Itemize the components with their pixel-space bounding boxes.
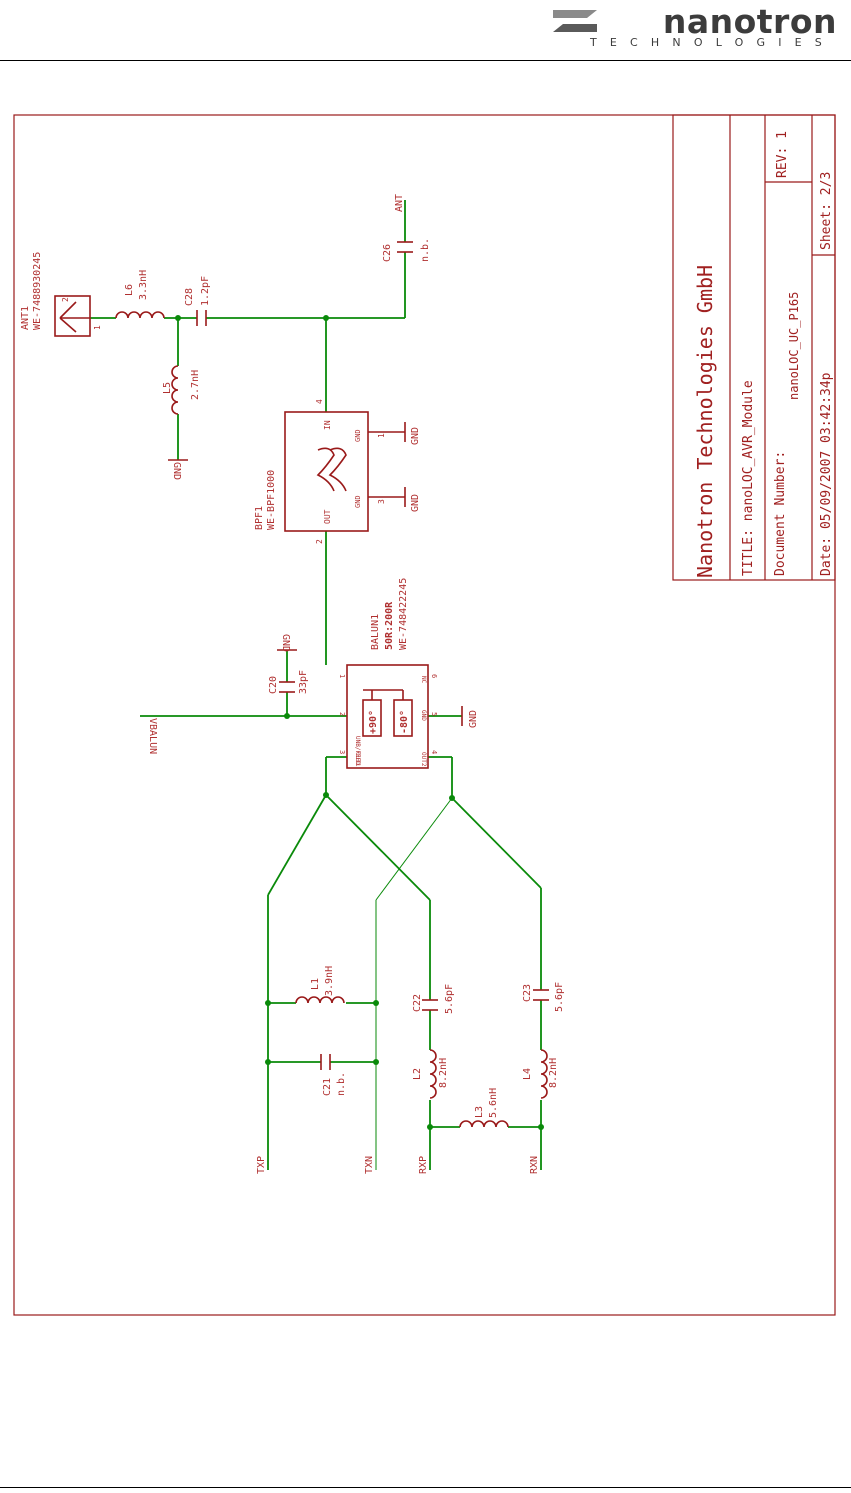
balun-pin-5: 5 [430,712,438,716]
sheet-frame [13,114,836,1316]
document-number-label: Document Number: [773,451,788,576]
balun-pin-6: 6 [430,674,438,678]
capacitor-c22 [422,999,438,1011]
balun-pin-gnd: GND [420,710,427,721]
ant1-pin2: 2 [61,297,70,302]
revision: REV: 1 [775,131,790,178]
c20-ref: C20 [268,676,279,694]
bpf-pin-4: 4 [315,399,324,404]
sheet-number: Sheet: 2/3 [819,172,834,250]
bpf-pin-in: IN [323,420,332,430]
l2-value: 8.2nH [438,1058,449,1088]
inductor-l5 [171,365,179,415]
document-number: nanoLOC_UC_P165 [787,292,801,400]
inductor-l3 [459,1120,509,1128]
c21-ref: C21 [322,1078,333,1096]
ant1-ref: ANT1 [20,306,31,330]
net-txp: TXP [256,1156,267,1174]
balun-pin-4: 4 [430,750,438,754]
balun-part: WE-748422245 [398,578,409,650]
l2-ref: L2 [412,1068,423,1080]
l1-value: 3.9nH [324,966,335,996]
net-rxn: RXN [529,1156,540,1174]
wires [90,200,542,1170]
logo-tagline: TECHNOLOGIES [589,36,835,49]
c23-value: 5.6pF [554,982,565,1012]
l5-value: 2.7nH [190,370,201,400]
net-rxp: RXP [418,1156,429,1174]
c26-ref: C26 [382,244,393,262]
net-txn: TXN [364,1156,375,1174]
balun-gnd-label: GND [468,710,479,728]
l6-value: 3.3nH [138,270,149,300]
nanotron-logo: nanotron TECHNOLOGIES [547,0,837,52]
bpf-ref: BPF1 [254,506,265,530]
sheet-title: TITLE: nanoLOC_AVR_Module [741,380,756,576]
c21-value: n.b. [336,1072,347,1096]
balun-ref: BALUN1 [370,614,381,650]
inductor-l1 [295,996,345,1004]
balun-phase-minus: -80° [399,710,410,734]
balun-pin-3: 3 [338,750,346,754]
c23-ref: C23 [522,984,533,1002]
footer-rule [0,1487,851,1488]
logo-mark-icon [553,10,597,32]
inductor-l6 [115,311,165,319]
capacitor-c23 [533,989,549,1001]
c20-value: 33pF [298,670,309,694]
date-stamp: Date: 05/09/2007 03:42:34p [819,372,834,576]
ant1-part: WE-7488930245 [32,252,43,330]
inductor-l4 [540,1049,548,1099]
capacitor-c26 [397,241,413,253]
capacitor-c28 [196,310,207,326]
bpf-gnd-label-2: GND [410,494,421,512]
balun-pin-out2: OUT2 [420,752,427,767]
l1-ref: L1 [310,978,321,990]
logo-word: nanotron [662,2,837,41]
bpf-pin-gnd-3: GND [354,495,362,508]
c22-value: 5.6pF [444,984,455,1014]
antenna-symbol [54,295,91,337]
balun-pin-unb: UNB/FEED [354,736,361,765]
bandpass-filter [284,411,406,532]
c26-value: n.b. [420,238,431,262]
c28-ref: C28 [184,288,195,306]
l3-value: 5.6nH [488,1088,499,1118]
company-name: Nanotron Technologies GmbH [693,265,717,578]
capacitor-c20 [277,649,297,693]
title-block [672,114,836,581]
junction-dots [175,315,544,1130]
c20-gnd-label: GND [280,634,291,652]
balun-pin-1: 1 [338,674,346,678]
txn-cross-wire [375,797,453,901]
balun [346,664,463,769]
inductor-l2 [429,1049,437,1099]
bpf-pin-gnd-1: GND [354,429,362,442]
c22-ref: C22 [412,994,423,1012]
l5-ref: L5 [162,382,173,394]
balun-phase-plus: +90° [368,710,379,734]
l5-gnd-label: GND [171,462,182,480]
ant-net-label: ANT [394,194,405,212]
bpf-pin-1: 1 [377,433,386,438]
l3-ref: L3 [474,1106,485,1118]
capacitor-c21 [320,1054,331,1070]
c28-value: 1.2pF [200,276,211,306]
l4-value: 8.2nH [548,1058,559,1088]
bpf-pin-out: OUT [323,509,332,524]
bpf-part: WE-BPF1000 [266,470,277,530]
balun-value: 50R:200R [384,601,395,650]
header-rule [0,60,851,61]
balun-pin-nc: NC [420,676,427,684]
balun-pin-out1: OUT1 [354,752,361,767]
balun-pin-2: 2 [338,712,346,716]
l6-ref: L6 [124,284,135,296]
bpf-gnd-label-1: GND [410,427,421,445]
bpf-pin-3: 3 [377,499,386,504]
l4-ref: L4 [522,1068,533,1080]
ant1-pin1: 1 [93,325,102,330]
vbalun-net: VBALUN [147,718,158,754]
bpf-pin-2: 2 [315,539,324,544]
